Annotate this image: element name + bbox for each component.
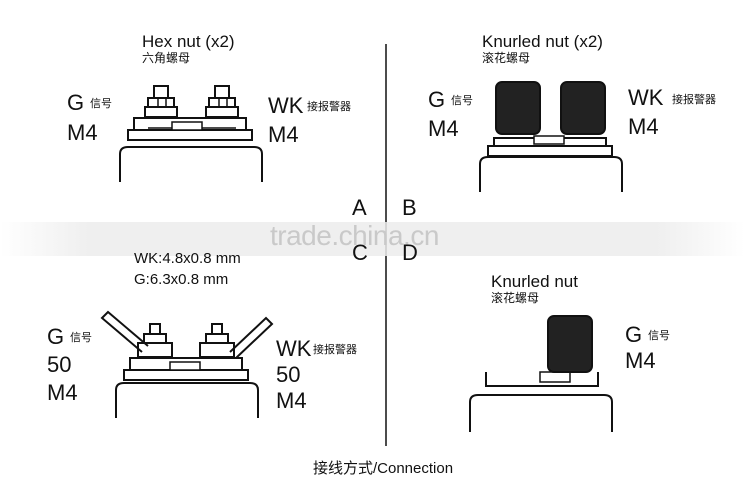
d-label: G xyxy=(625,322,643,347)
b-right-label: WK xyxy=(628,85,664,110)
letter-b: B xyxy=(402,195,417,220)
d-title-cn: 滚花螺母 xyxy=(491,291,540,305)
a-title: Hex nut (x2) xyxy=(142,32,235,51)
b-title-cn: 滚花螺母 xyxy=(482,51,531,65)
b-left-label-cn: 信号 xyxy=(451,95,473,107)
d-label-cn: 信号 xyxy=(648,330,670,342)
sensor-b-knurled xyxy=(479,81,623,192)
footer-caption: 接线方式/Connection xyxy=(313,460,454,477)
letter-c: C xyxy=(352,240,368,265)
watermark-band xyxy=(0,222,745,256)
b-right-size: M4 xyxy=(628,114,659,139)
b-left-label: G xyxy=(428,87,446,112)
a-right-label-cn: 接报警器 xyxy=(307,101,351,113)
sensor-a-hexnut xyxy=(119,85,263,182)
c-left-label-cn: 信号 xyxy=(70,332,92,344)
a-left-label: G xyxy=(67,90,85,115)
b-left-size: M4 xyxy=(428,116,459,141)
sensor-d-knurled xyxy=(469,315,613,432)
a-title-cn: 六角螺母 xyxy=(142,51,191,65)
d-title: Knurled nut xyxy=(491,272,578,291)
letter-d: D xyxy=(402,240,418,265)
c-left-label: G xyxy=(47,324,65,349)
a-right-label: WK xyxy=(268,93,304,118)
letter-a: A xyxy=(352,195,367,220)
c-left-num: 50 xyxy=(47,352,72,377)
a-left-label-cn: 信号 xyxy=(90,98,112,110)
c-spec-g: G:6.3x0.8 mm xyxy=(134,271,229,288)
a-right-size: M4 xyxy=(268,122,299,147)
b-right-label-cn: 接报警器 xyxy=(672,94,716,106)
sensor-c-lugs xyxy=(100,310,274,418)
c-right-num: 50 xyxy=(276,362,301,387)
a-left-size: M4 xyxy=(67,120,98,145)
c-left-size: M4 xyxy=(47,380,78,405)
c-right-label-cn: 接报警器 xyxy=(313,344,357,356)
c-right-size: M4 xyxy=(276,388,307,413)
d-size: M4 xyxy=(625,348,656,373)
c-spec-wk: WK:4.8x0.8 mm xyxy=(134,250,241,267)
watermark-text: trade.china.cn xyxy=(270,220,439,251)
b-title: Knurled nut (x2) xyxy=(482,32,603,51)
c-right-label: WK xyxy=(276,336,312,361)
